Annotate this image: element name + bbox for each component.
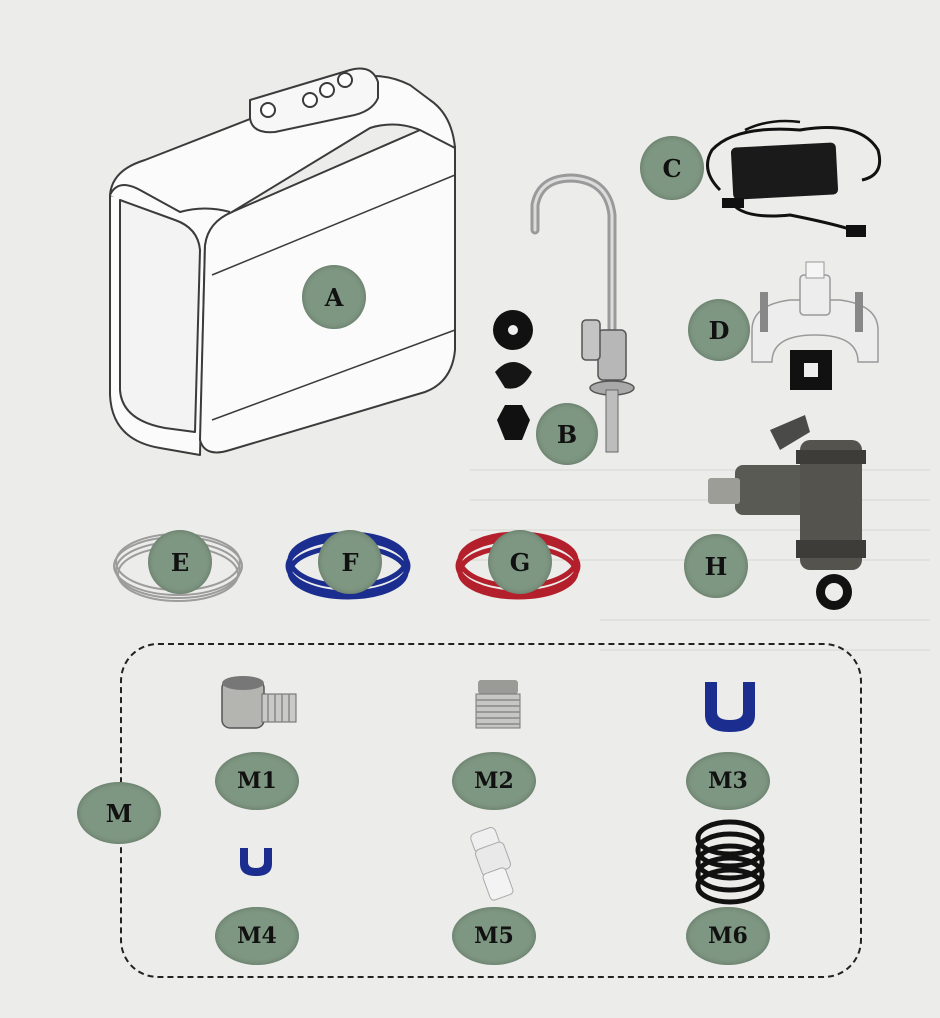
label-g: G — [488, 530, 552, 594]
label-m3: M3 — [686, 752, 770, 810]
label-a: A — [302, 265, 366, 329]
clip-m4 — [240, 848, 272, 876]
label-m: M — [77, 782, 161, 844]
label-m6: M6 — [686, 907, 770, 965]
tee-adapter-h — [708, 415, 866, 610]
label-b: B — [536, 403, 598, 465]
label-m2: M2 — [452, 752, 536, 810]
label-h: H — [684, 534, 748, 598]
quick-connector-m5 — [470, 827, 514, 901]
label-m1: M1 — [215, 752, 299, 810]
filter-unit-a — [109, 67, 456, 456]
o-rings-m6 — [695, 819, 765, 905]
label-d: D — [688, 299, 750, 361]
adapter-m1 — [221, 676, 297, 729]
label-m5: M5 — [452, 907, 536, 965]
label-c: C — [640, 136, 704, 200]
power-adapter-c — [706, 119, 882, 237]
clip-m3 — [705, 682, 755, 732]
faucet-b — [493, 173, 635, 453]
saddle-valve-d — [751, 261, 879, 390]
label-f: F — [318, 530, 382, 594]
connector-m2 — [475, 680, 521, 729]
label-m4: M4 — [215, 907, 299, 965]
label-e: E — [148, 530, 212, 594]
